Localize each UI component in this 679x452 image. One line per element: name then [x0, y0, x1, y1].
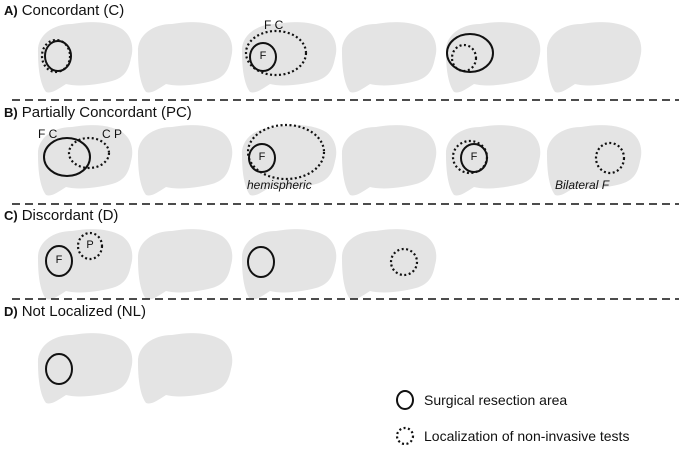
- annotation-fc: F C: [38, 127, 58, 141]
- brain-silhouette: [137, 333, 233, 404]
- annotation-f: F: [259, 50, 267, 62]
- surgical-resection: [45, 353, 73, 385]
- noninvasive-localization: [244, 29, 308, 77]
- brain-silhouette: [546, 22, 642, 93]
- section-title-text: Concordant (C): [21, 2, 125, 19]
- brain-silhouette: [341, 22, 437, 93]
- surgical-resection: [43, 137, 91, 177]
- section-letter: C): [4, 208, 18, 223]
- section-title-discordant: C)Discordant (D): [4, 207, 118, 224]
- noninvasive-localization: [594, 141, 626, 175]
- annotation-hemispheric: hemispheric: [247, 178, 312, 192]
- surgical-resection: [460, 143, 488, 173]
- surgical-resection: [45, 245, 73, 277]
- surgical-resection: [247, 246, 275, 278]
- annotation-cp: C P: [102, 127, 123, 141]
- annotation-p: P: [86, 239, 94, 251]
- annotation-fc: F C: [264, 18, 284, 32]
- noninvasive-localization: [76, 231, 104, 261]
- noninvasive-localization: [67, 136, 111, 170]
- legend-dotted-circle-icon: [395, 426, 415, 446]
- surgical-resection: [248, 143, 276, 173]
- annotation-f: F: [55, 254, 63, 266]
- noninvasive-localization: [246, 123, 326, 181]
- brain-silhouette: [37, 22, 133, 93]
- annotation-bilateral: Bilateral F: [555, 178, 610, 192]
- brain-silhouette: [241, 229, 337, 300]
- brain-silhouette: [37, 333, 133, 404]
- brain-silhouette: [137, 125, 233, 196]
- section-title-text: Not Localized (NL): [21, 303, 146, 320]
- brain-silhouette: [341, 125, 437, 196]
- brain-silhouette: [137, 229, 233, 300]
- section-title-text: Discordant (D): [21, 207, 119, 224]
- legend-solid-circle-icon: [396, 390, 414, 410]
- surgical-resection: [249, 42, 277, 72]
- surgical-resection: [44, 40, 72, 72]
- section-title-concordant: A)Concordant (C): [4, 2, 124, 19]
- brain-silhouette: [445, 125, 541, 196]
- brain-silhouette: [341, 229, 437, 300]
- noninvasive-localization: [389, 247, 419, 277]
- section-title-partially-concordant: B)Partially Concordant (PC): [4, 104, 192, 121]
- section-title-text: Partially Concordant (PC): [21, 104, 192, 121]
- section-letter: B): [4, 105, 18, 120]
- annotation-f: F: [470, 151, 478, 163]
- brain-silhouette: [137, 22, 233, 93]
- section-title-not-localized: D)Not Localized (NL): [4, 303, 146, 320]
- surgical-resection: [446, 33, 494, 73]
- section-letter: A): [4, 3, 18, 18]
- legend-label-noninvasive: Localization of non-invasive tests: [424, 428, 630, 444]
- noninvasive-localization: [450, 43, 478, 73]
- section-letter: D): [4, 304, 18, 319]
- annotation-f: F: [258, 151, 266, 163]
- legend-label-surgical: Surgical resection area: [424, 392, 568, 408]
